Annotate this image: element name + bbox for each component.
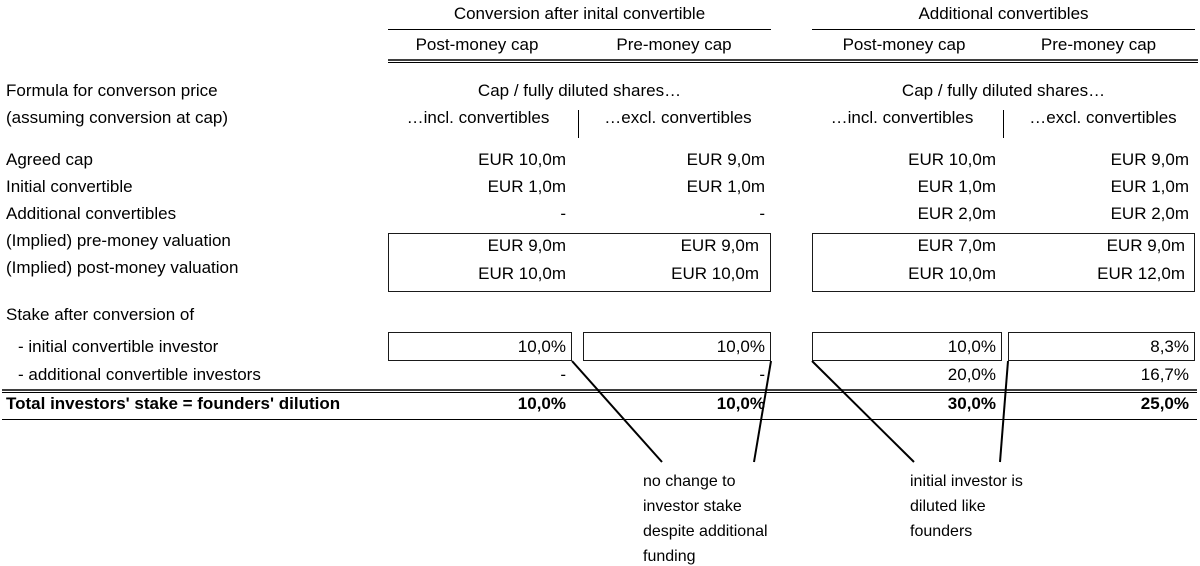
cell-pre-money-valuation-b: EUR 9,0m [680, 236, 759, 255]
cell-agreed-cap-c: EUR 10,0m [908, 150, 996, 169]
cell-agreed-cap-d: EUR 9,0m [1110, 150, 1189, 169]
cell-initial-convertible-b: EUR 1,0m [686, 177, 765, 196]
formula-shared-right: Cap / fully diluted shares… [901, 81, 1106, 100]
cell-initial-convertible-d: EUR 1,0m [1110, 177, 1189, 196]
row-label-initial-convertible: Initial convertible [6, 177, 133, 196]
row-label-agreed-cap: Agreed cap [6, 150, 93, 169]
annotation-no-change-to-investor-stake: no change to investor stake despite addi… [643, 473, 768, 565]
cell-post-money-valuation-b: EUR 10,0m [671, 264, 759, 283]
cell-stake-additional-investors-c: 20,0% [947, 365, 996, 384]
cell-stake-initial-investor-a: 10,0% [517, 337, 566, 356]
cell-stake-additional-investors-a: - [560, 365, 566, 384]
row-label-additional-convertible-investors: - additional convertible investors [18, 365, 261, 384]
total-row-top-double-rule [2, 389, 1197, 393]
row-label-initial-convertible-investor: - initial convertible investor [18, 337, 219, 356]
total-row-label: Total investors' stake = founders' dilut… [6, 394, 341, 413]
cell-post-money-valuation-a: EUR 10,0m [478, 264, 566, 283]
annotation-initial-investor-diluted: initial investor is diluted like founder… [910, 473, 1023, 540]
total-row-bottom-rule [2, 419, 1197, 420]
formula-cell-incl-right: …incl. convertibles [830, 108, 974, 127]
cell-additional-convertibles-d: EUR 2,0m [1110, 204, 1189, 223]
column-header-post-money-cap-left: Post-money cap [415, 35, 539, 54]
formula-shared-left: Cap / fully diluted shares… [477, 81, 682, 100]
column-header-pre-money-cap-left: Pre-money cap [616, 35, 732, 54]
formula-cell-excl-left: …excl. convertibles [604, 108, 752, 127]
cell-stake-initial-investor-d: 8,3% [1150, 337, 1189, 356]
cell-post-money-valuation-c: EUR 10,0m [908, 264, 996, 283]
formula-divider-left [578, 110, 579, 138]
cell-stake-initial-investor-b: 10,0% [716, 337, 765, 356]
cell-pre-money-valuation-c: EUR 7,0m [917, 236, 996, 255]
cell-pre-money-valuation-a: EUR 9,0m [487, 236, 566, 255]
row-label-additional-convertibles: Additional convertibles [6, 204, 177, 223]
formula-cell-excl-right: …excl. convertibles [1029, 108, 1177, 127]
total-row-value-d: 25,0% [1140, 394, 1189, 413]
group-header-left: Conversion after inital convertible [453, 4, 706, 23]
cell-pre-money-valuation-d: EUR 9,0m [1106, 236, 1185, 255]
row-label-implied-pre-money-valuation: (Implied) pre-money valuation [6, 231, 231, 250]
cell-additional-convertibles-b: - [759, 204, 765, 223]
formula-row-label-line1: Formula for converson price [6, 81, 218, 100]
group-header-left-rule [388, 29, 771, 30]
cell-initial-convertible-c: EUR 1,0m [917, 177, 996, 196]
cell-agreed-cap-a: EUR 10,0m [478, 150, 566, 169]
cell-stake-initial-investor-c: 10,0% [947, 337, 996, 356]
formula-divider-right [1003, 110, 1004, 138]
total-row-value-a: 10,0% [517, 394, 566, 413]
cell-additional-convertibles-a: - [560, 204, 566, 223]
row-label-stake-after-conversion: Stake after conversion of [6, 305, 195, 324]
cell-initial-convertible-a: EUR 1,0m [487, 177, 566, 196]
total-row-value-c: 30,0% [947, 394, 996, 413]
group-header-right-rule [812, 29, 1195, 30]
cell-additional-convertibles-c: EUR 2,0m [917, 204, 996, 223]
cell-stake-additional-investors-b: - [759, 365, 765, 384]
total-row-value-b: 10,0% [716, 394, 765, 413]
cell-agreed-cap-b: EUR 9,0m [686, 150, 765, 169]
formula-cell-incl-left: …incl. convertibles [406, 108, 550, 127]
formula-row-label-line2: (assuming conversion at cap) [6, 108, 229, 127]
column-header-post-money-cap-right: Post-money cap [842, 35, 966, 54]
header-double-rule [388, 59, 1198, 63]
column-header-pre-money-cap-right: Pre-money cap [1040, 35, 1157, 54]
cell-post-money-valuation-d: EUR 12,0m [1097, 264, 1185, 283]
row-label-implied-post-money-valuation: (Implied) post-money valuation [6, 258, 239, 277]
group-header-right: Additional convertibles [918, 4, 1089, 23]
cell-stake-additional-investors-d: 16,7% [1140, 365, 1189, 384]
